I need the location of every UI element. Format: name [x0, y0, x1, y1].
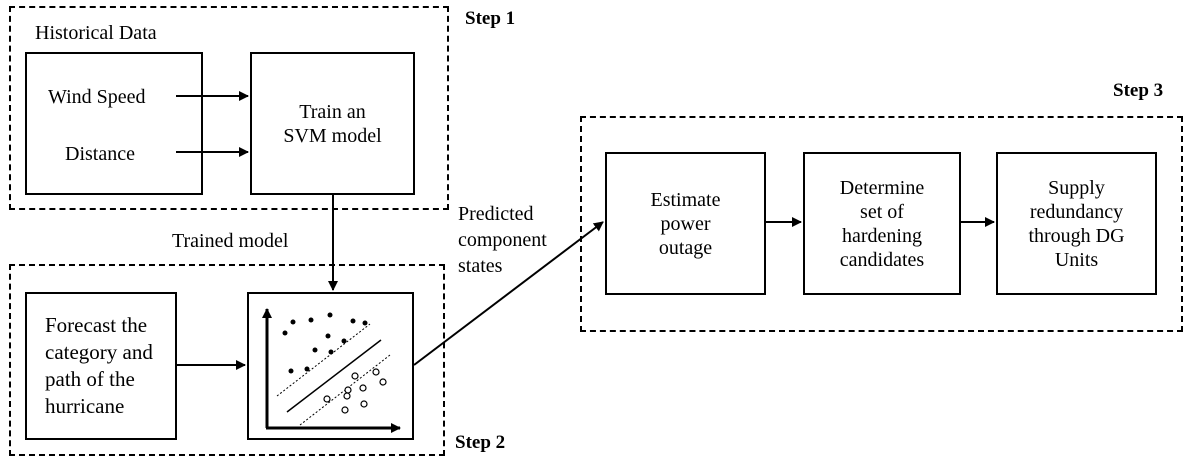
step3-region	[580, 116, 1183, 332]
forecast-box: Forecast the category and path of the hu…	[25, 292, 177, 440]
historical-data-box	[25, 52, 203, 195]
class-a-point	[341, 338, 347, 344]
class-b-point	[372, 368, 380, 376]
train-svm-box: Train an SVM model	[250, 52, 415, 195]
svm-hyperplane	[286, 339, 382, 413]
class-b-point	[379, 378, 387, 386]
class-a-point	[325, 333, 331, 339]
step1-label: Step 1	[465, 8, 516, 29]
step2-region	[9, 264, 445, 456]
predicted-component-states-label: Predicted component states	[458, 203, 547, 277]
class-a-point	[312, 347, 318, 353]
step1-region	[9, 6, 449, 210]
class-b-point	[359, 384, 367, 392]
class-b-point	[343, 392, 351, 400]
class-b-point	[360, 400, 368, 408]
class-a-point	[362, 320, 368, 326]
distance-label: Distance	[65, 143, 135, 165]
class-a-point	[288, 368, 294, 374]
class-a-point	[304, 366, 310, 372]
supply-redundancy-box: Supply redundancy through DG Units	[996, 152, 1157, 295]
svm-plot-box	[247, 292, 414, 440]
wind-speed-label: Wind Speed	[48, 86, 146, 108]
class-b-point	[341, 406, 349, 414]
svm-plot-graphic	[262, 308, 401, 433]
estimate-outage-box: Estimate power outage	[605, 152, 766, 295]
class-a-point	[327, 312, 333, 318]
class-a-point	[282, 330, 288, 336]
class-a-point	[350, 318, 356, 324]
historical-data-label: Historical Data	[35, 22, 157, 44]
arrow-predicted-states	[413, 221, 604, 366]
class-b-point	[351, 372, 359, 380]
class-a-point	[308, 317, 314, 323]
hardening-candidates-box: Determine set of hardening candidates	[803, 152, 961, 295]
class-a-point	[328, 349, 334, 355]
step2-label: Step 2	[455, 432, 506, 453]
class-b-point	[344, 386, 352, 394]
class-b-point	[323, 395, 331, 403]
class-a-point	[290, 319, 296, 325]
step3-label: Step 3	[1113, 80, 1164, 101]
trained-model-label: Trained model	[172, 230, 289, 252]
